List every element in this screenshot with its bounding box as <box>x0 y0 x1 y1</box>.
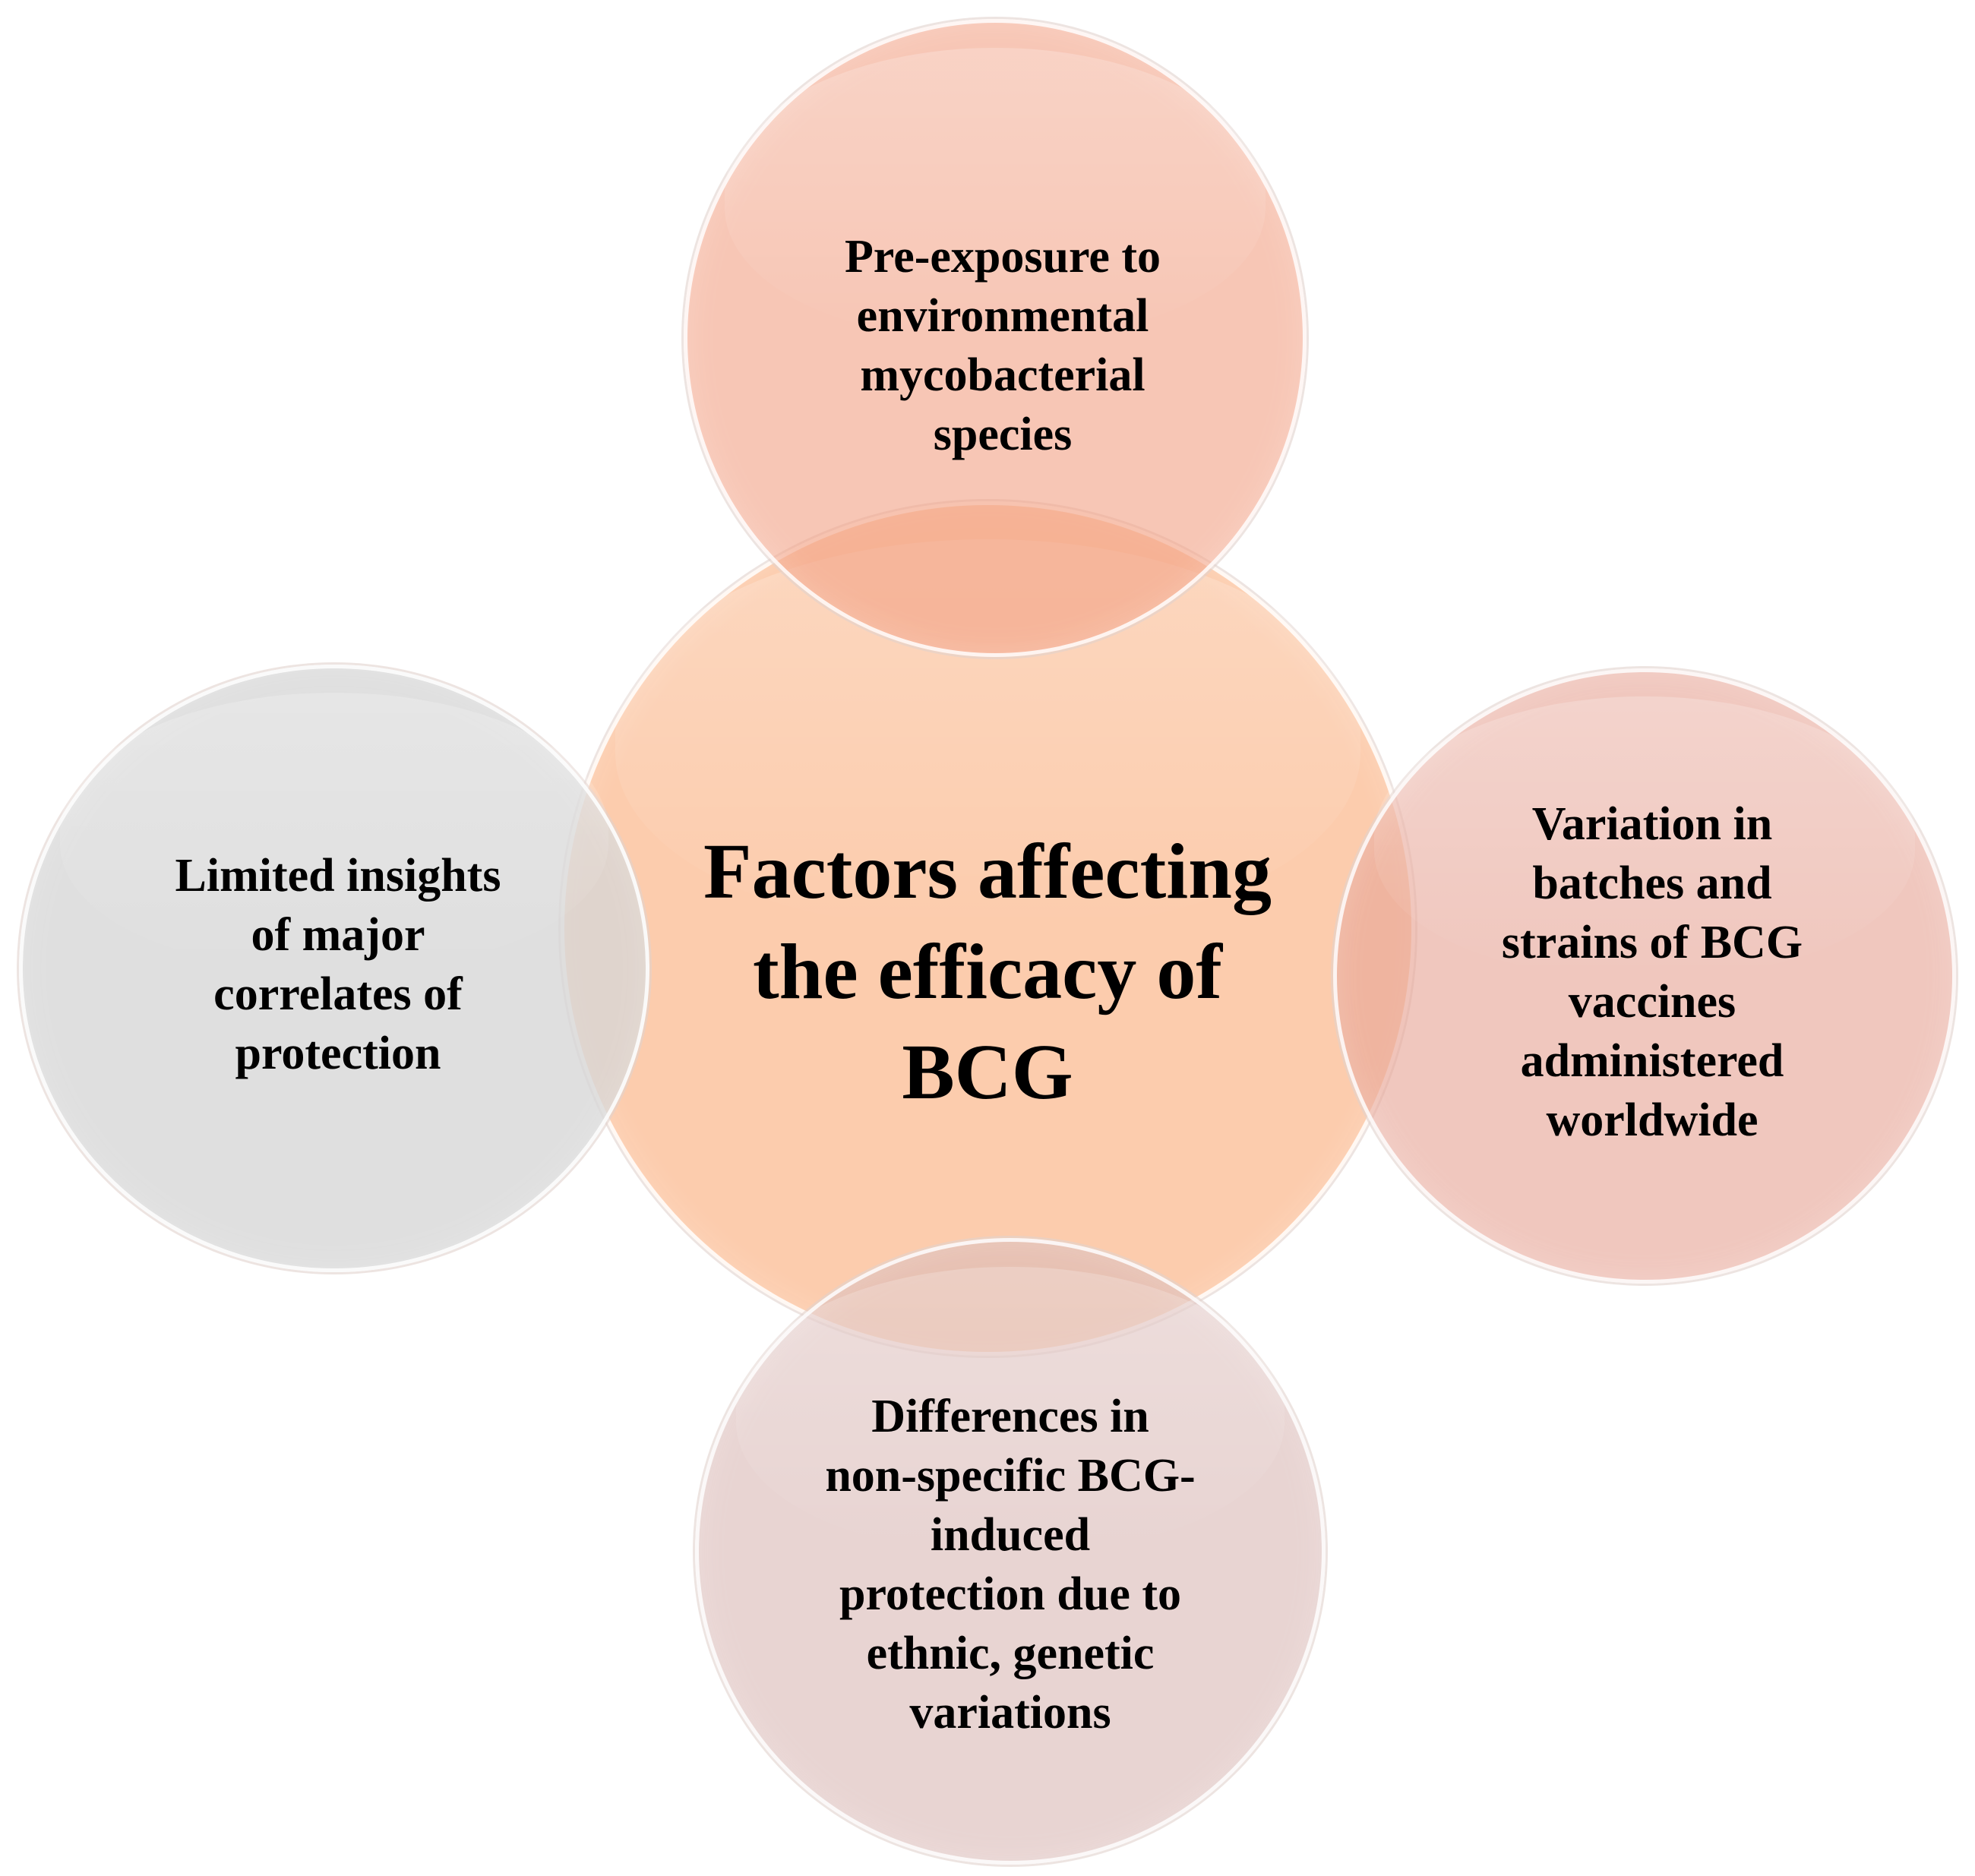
top-factor-label: Pre-exposure to environmental mycobacter… <box>737 205 1269 486</box>
center-label: Factors affecting the efficacy of BCG <box>646 760 1329 1185</box>
center-title-text: Factors affecting the efficacy of BCG <box>703 827 1272 1116</box>
top-factor-circle <box>684 19 1307 657</box>
bottom-factor-label: Differences in non-specific BCG- induced… <box>744 1367 1276 1762</box>
left-factor-label: Limited insights of major correlates of … <box>68 835 608 1094</box>
bottom-factor-text: Differences in non-specific BCG- induced… <box>825 1390 1196 1739</box>
right-factor-label: Variation in batches and strains of BCG … <box>1390 775 1914 1170</box>
left-factor-circle <box>19 665 649 1272</box>
left-factor-text: Limited insights of major correlates of … <box>175 849 501 1080</box>
right-factor-text: Variation in batches and strains of BCG … <box>1501 797 1803 1147</box>
bottom-factor-circle <box>695 1238 1326 1865</box>
top-factor-text: Pre-exposure to environmental mycobacter… <box>844 230 1161 461</box>
right-factor-circle <box>1333 668 1956 1284</box>
